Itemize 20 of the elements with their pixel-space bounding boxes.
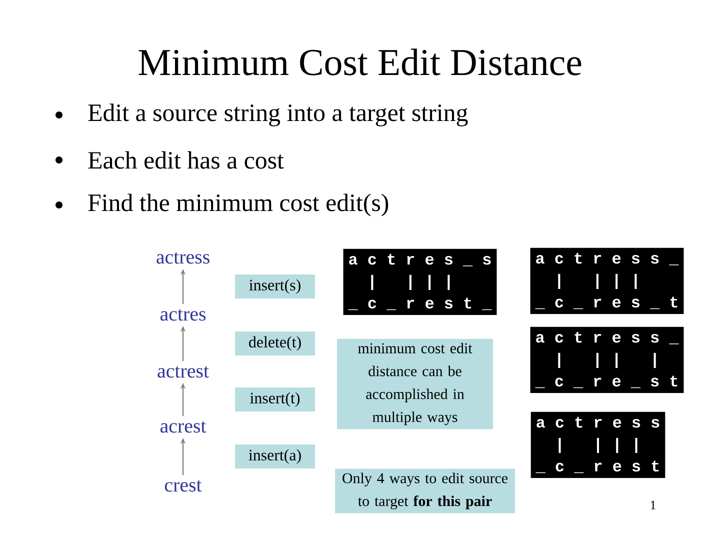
alignment-box: a c t r e s s _ | | | | _ c _ r e s _ t [530,248,684,314]
note-box: minimum cost edit distance can be accomplished in multiple ways [337,338,493,430]
edge-label: insert(s) [235,274,315,298]
page-number: 1 [650,500,656,510]
alignment-box: a c t r e s s | | | | _ c _ r e s t [530,412,666,478]
edge-label: insert(t) [235,388,315,412]
bullet-text: Each edit has a cost [88,151,284,169]
word-label: actress [156,252,210,264]
bullet-text: Find the minimum cost edit(s) [88,194,388,216]
word-label: crest [164,480,202,492]
title: Minimum Cost Edit Distance [138,48,582,76]
word-label: actres [160,309,206,321]
word-label: actrest [158,366,209,378]
alignment-box: a c t r e s s _ | | | | _ c _ r e _ s t [530,326,684,394]
edge-label: delete(t) [235,332,315,356]
alignment-box: a c t r e s _ s | | | | _ c _ r e s t _ [343,248,497,316]
note-box: Only 4 ways to edit source to target for this pair [335,468,515,514]
bullet-text: Edit a source string into a target string [88,104,468,126]
word-label: acrest [160,421,206,433]
edge-label: insert(a) [235,444,315,468]
